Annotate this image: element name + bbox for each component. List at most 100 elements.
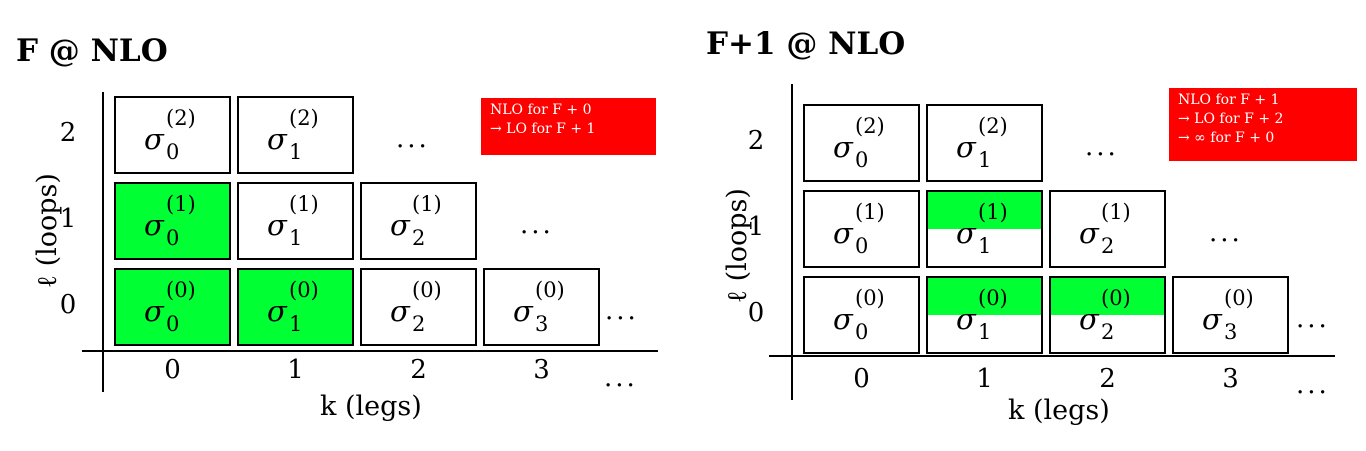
sigma-superscript: (2) bbox=[978, 114, 1008, 138]
sigma-symbol: σ(0) 2 bbox=[1051, 278, 1164, 352]
x-axis-label: k (legs) bbox=[320, 391, 422, 422]
sigma-superscript: (0) bbox=[978, 286, 1008, 310]
sigma-symbol: σ(1)1 bbox=[928, 192, 1041, 266]
x-tick-label: 3 bbox=[533, 355, 550, 385]
sigma-superscript: (1) bbox=[1101, 200, 1131, 224]
sigma-subscript: 3 bbox=[535, 312, 549, 336]
sigma-superscript: (2) bbox=[855, 114, 885, 138]
red-note-box: NLO for F + 1→ LO for F + 2→ ∞ for F + 0 bbox=[1169, 88, 1357, 161]
sigma-subscript: 0 bbox=[855, 234, 869, 258]
sigma-symbol: σ(0)1 bbox=[239, 270, 352, 344]
sigma-cell-k0-l1: σ(1)0 bbox=[803, 190, 920, 268]
sigma-glyph: σ bbox=[390, 294, 410, 328]
sigma-superscript: (0) bbox=[535, 278, 565, 302]
sigma-symbol: σ(0)0 bbox=[116, 270, 229, 344]
sigma-cell-k2-l1: σ(1) 2 bbox=[1049, 190, 1166, 268]
note-line: NLO for F + 1 bbox=[1178, 92, 1280, 108]
sigma-cell-k0-l2: σ(2)0 bbox=[114, 96, 231, 174]
sigma-glyph: σ bbox=[1079, 302, 1099, 336]
sigma-subscript: 1 bbox=[978, 234, 992, 258]
sigma-subscript: 1 bbox=[978, 148, 992, 172]
sigma-glyph: σ bbox=[267, 294, 287, 328]
sigma-symbol: σ(0) 1 bbox=[928, 278, 1041, 352]
x-tick-label: 1 bbox=[287, 355, 304, 385]
sigma-subscript: 2 bbox=[412, 226, 426, 250]
sigma-cell-k2-l1: σ(1) 2 bbox=[360, 182, 477, 260]
sigma-glyph: σ bbox=[1202, 302, 1222, 336]
sigma-superscript: (0) bbox=[1101, 286, 1131, 310]
sigma-cell-k1-l2: σ(2) 1 bbox=[926, 104, 1043, 182]
sigma-glyph: σ bbox=[144, 208, 164, 242]
sigma-subscript: 1 bbox=[978, 320, 992, 344]
sigma-cell-k0-l0: σ(0)0 bbox=[803, 276, 920, 354]
sigma-symbol: σ(0)3 bbox=[1174, 278, 1287, 352]
panel-title: F @ NLO bbox=[16, 33, 168, 69]
sigma-cell-k0-l2: σ(2) 0 bbox=[803, 104, 920, 182]
x-axis-line bbox=[769, 355, 1335, 357]
red-note-box: NLO for F + 0→ LO for F + 1 bbox=[481, 98, 656, 155]
sigma-cell-k0-l1: σ(1)0 bbox=[114, 182, 231, 260]
green-fill bbox=[239, 270, 352, 344]
x-axis-label: k (legs) bbox=[1008, 395, 1110, 426]
y-tick-label: 1 bbox=[59, 204, 77, 234]
ellipsis: ... bbox=[605, 296, 639, 326]
y-axis-line bbox=[791, 84, 793, 400]
sigma-symbol: σ(0)2 bbox=[362, 270, 475, 344]
sigma-glyph: σ bbox=[267, 122, 287, 156]
sigma-symbol: σ(2) 1 bbox=[928, 106, 1041, 180]
sigma-subscript: 1 bbox=[289, 226, 303, 250]
sigma-superscript: (1) bbox=[855, 200, 885, 224]
sigma-cell-k1-l0: σ(0) 1 bbox=[926, 276, 1043, 354]
green-fill bbox=[928, 192, 1041, 229]
x-tick-label: 2 bbox=[410, 355, 427, 385]
sigma-glyph: σ bbox=[833, 130, 853, 164]
x-tick-label: 0 bbox=[164, 355, 181, 385]
x-tick-label: 3 bbox=[1222, 364, 1239, 394]
note-line: NLO for F + 0 bbox=[490, 102, 592, 118]
sigma-symbol: σ(0)0 bbox=[805, 278, 918, 352]
sigma-subscript: 0 bbox=[166, 226, 180, 250]
ellipsis: ... bbox=[396, 124, 430, 154]
sigma-cell-k3-l0: σ(0)3 bbox=[1172, 276, 1289, 354]
ellipsis: ... bbox=[1296, 304, 1330, 334]
sigma-symbol: σ(2) 1 bbox=[239, 98, 352, 172]
sigma-subscript: 2 bbox=[1101, 234, 1115, 258]
sigma-cell-k3-l0: σ(0) 3 bbox=[483, 268, 600, 346]
sigma-cell-k2-l0: σ(0) 2 bbox=[1049, 276, 1166, 354]
y-axis-label: ℓ (loops) bbox=[721, 188, 753, 303]
y-tick-label: 1 bbox=[747, 212, 765, 242]
y-tick-label: 0 bbox=[747, 298, 765, 328]
sigma-cell-k0-l0: σ(0)0 bbox=[114, 268, 231, 346]
sigma-glyph: σ bbox=[956, 216, 976, 250]
sigma-glyph: σ bbox=[390, 208, 410, 242]
sigma-superscript: (2) bbox=[289, 106, 319, 130]
sigma-glyph: σ bbox=[144, 122, 164, 156]
green-fill bbox=[116, 184, 229, 258]
sigma-subscript: 0 bbox=[855, 320, 869, 344]
green-fill bbox=[928, 278, 1041, 315]
sigma-glyph: σ bbox=[513, 294, 533, 328]
sigma-cell-k1-l2: σ(2) 1 bbox=[237, 96, 354, 174]
ellipsis: ... bbox=[604, 363, 638, 393]
sigma-subscript: 0 bbox=[166, 140, 180, 164]
panel-title: F+1 @ NLO bbox=[706, 26, 906, 62]
sigma-symbol: σ(2)0 bbox=[116, 98, 229, 172]
sigma-superscript: (0) bbox=[166, 278, 196, 302]
y-axis-line bbox=[102, 92, 104, 392]
y-axis-label: ℓ (loops) bbox=[31, 173, 63, 288]
sigma-symbol: σ(2) 0 bbox=[805, 106, 918, 180]
sigma-cell-k2-l0: σ(0)2 bbox=[360, 268, 477, 346]
sigma-subscript: 1 bbox=[289, 140, 303, 164]
sigma-symbol: σ(1)0 bbox=[805, 192, 918, 266]
sigma-superscript: (1) bbox=[412, 192, 442, 216]
sigma-subscript: 2 bbox=[1101, 320, 1115, 344]
sigma-glyph: σ bbox=[956, 302, 976, 336]
sigma-subscript: 0 bbox=[855, 148, 869, 172]
sigma-superscript: (0) bbox=[289, 278, 319, 302]
sigma-cell-k1-l0: σ(0)1 bbox=[237, 268, 354, 346]
sigma-cell-k1-l1: σ(1)1 bbox=[237, 182, 354, 260]
y-tick-label: 2 bbox=[747, 126, 765, 156]
sigma-glyph: σ bbox=[1079, 216, 1099, 250]
ellipsis: ... bbox=[1085, 132, 1119, 162]
sigma-glyph: σ bbox=[956, 130, 976, 164]
